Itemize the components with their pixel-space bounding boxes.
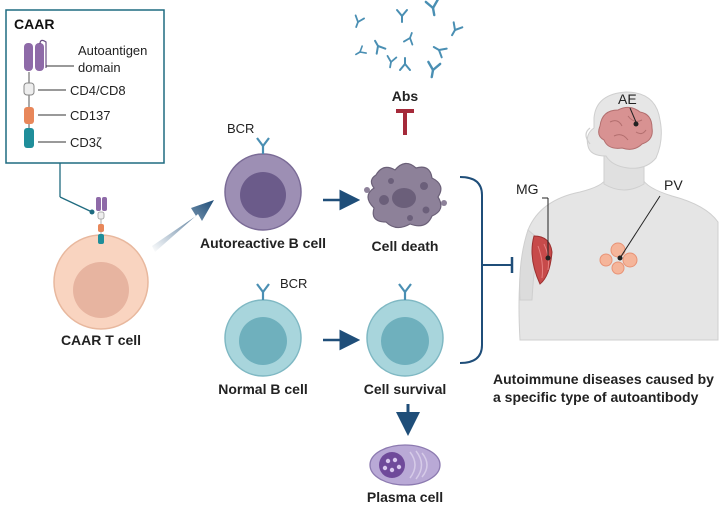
ae-label: AE xyxy=(618,91,637,107)
antibody-icon xyxy=(451,21,464,37)
legend-connector xyxy=(59,163,95,215)
legend-autoantigen-line2: domain xyxy=(78,60,121,75)
bcr-bottom-label: BCR xyxy=(280,276,307,291)
bcr-top-label: BCR xyxy=(227,121,254,136)
antibody-cluster xyxy=(354,0,464,79)
antibody-icon xyxy=(432,46,448,59)
caar-t-cell xyxy=(53,197,149,330)
autoreactive-b-cell xyxy=(224,137,302,231)
normal-b-cell-label: Normal B cell xyxy=(218,381,307,397)
antibody-icon xyxy=(396,9,408,23)
surviving-cell xyxy=(366,283,444,377)
cd137-icon xyxy=(24,107,66,124)
antibody-icon xyxy=(374,39,387,55)
disease-caption-line2: a specific type of autoantibody xyxy=(493,389,699,405)
normal-b-cell xyxy=(224,283,302,377)
antibody-icon xyxy=(424,0,439,17)
antibody-icon xyxy=(403,32,414,46)
legend-cd4-cd8: CD4/CD8 xyxy=(70,83,126,98)
caar-legend: CAAR Autoantigen domain CD4/CD8 CD137 C xyxy=(5,9,165,164)
bcr-bottom-icon xyxy=(256,283,270,300)
legend-cd3-zeta: CD3ζ xyxy=(70,135,102,150)
disease-bracket xyxy=(459,176,514,364)
bcr-top-icon xyxy=(256,137,270,154)
autoantigen-domain-icon xyxy=(24,39,74,71)
antibody-icon xyxy=(354,14,365,28)
disease-caption-line1: Autoimmune diseases caused by xyxy=(493,371,714,387)
brain-icon xyxy=(598,106,653,150)
antibody-icon xyxy=(427,60,442,79)
legend-autoantigen-line1: Autoantigen xyxy=(78,43,147,58)
antibody-icon xyxy=(355,45,367,56)
plasma-cell xyxy=(369,444,441,486)
cell-death-label: Cell death xyxy=(372,238,439,254)
legend-cd137: CD137 xyxy=(70,108,110,123)
antibody-icon xyxy=(399,57,411,71)
pv-label: PV xyxy=(664,177,683,193)
autoreactive-b-cell-label: Autoreactive B cell xyxy=(200,235,326,251)
caar-receptor-icon xyxy=(96,197,107,244)
abs-inhibition xyxy=(396,109,414,135)
plasma-cell-label: Plasma cell xyxy=(367,489,443,505)
dead-cell xyxy=(364,162,447,229)
cd3-zeta-icon xyxy=(24,128,66,148)
t-cell-attack-arrow xyxy=(152,200,214,252)
blister-icon xyxy=(599,242,638,275)
antibody-icon xyxy=(386,55,398,69)
caar-t-cell-label: CAAR T cell xyxy=(61,332,141,348)
bcr-survival-icon xyxy=(398,283,412,300)
cell-survival-label: Cell survival xyxy=(364,381,447,397)
muscle-icon xyxy=(531,235,553,285)
mg-label: MG xyxy=(516,181,539,197)
abs-label: Abs xyxy=(392,88,419,104)
legend-title: CAAR xyxy=(14,16,54,32)
